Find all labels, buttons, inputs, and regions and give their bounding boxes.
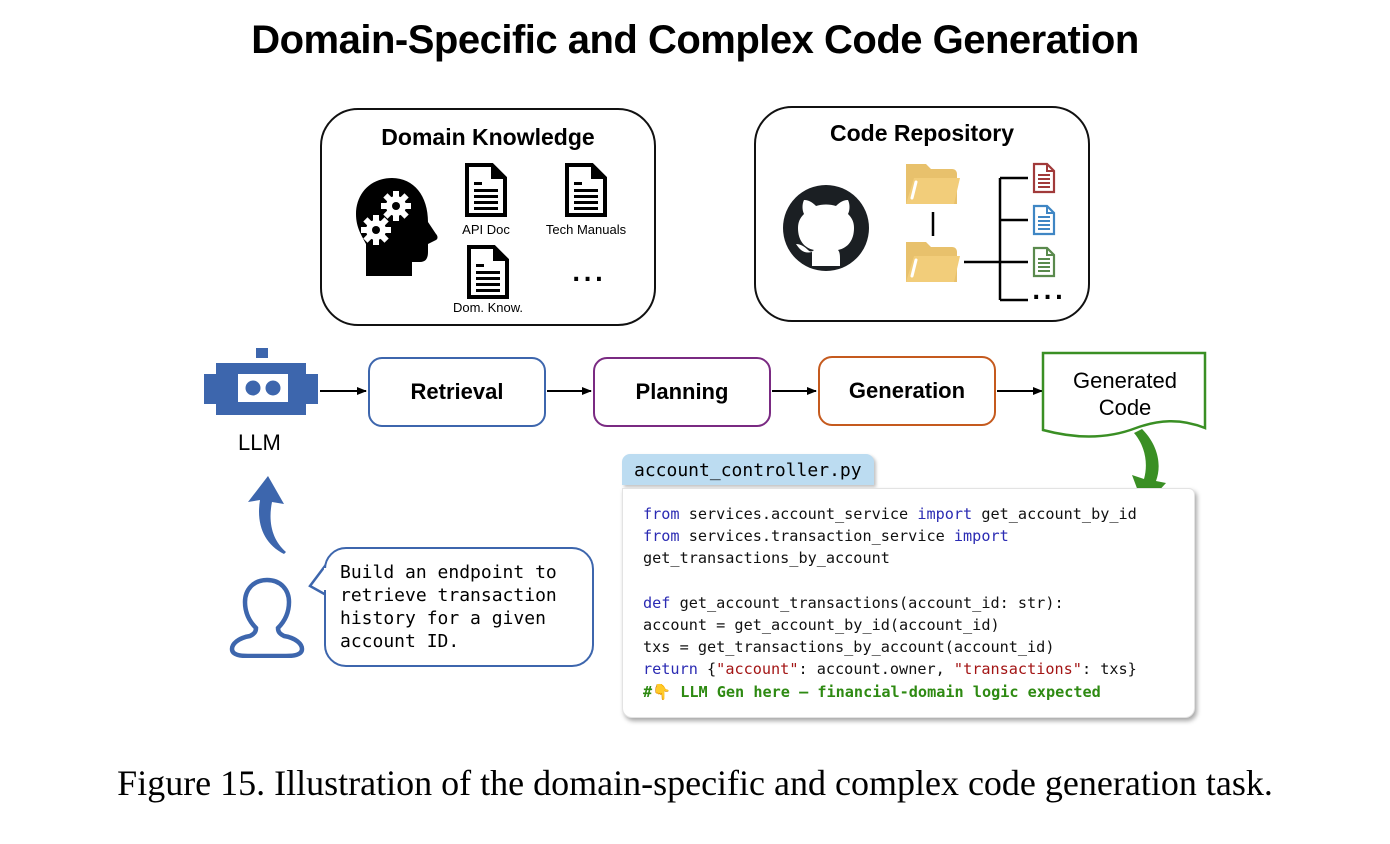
code-line: def get_account_transactions(account_id:… bbox=[643, 592, 1174, 614]
user-icon bbox=[229, 577, 305, 658]
code-line bbox=[643, 570, 1174, 592]
code-keyword: import bbox=[953, 527, 1009, 546]
file-icon-green bbox=[1032, 246, 1056, 278]
code-comment: #👇 LLM Gen here – financial-domain logic… bbox=[643, 682, 1101, 701]
code-line: from services.account_service import get… bbox=[643, 503, 1174, 525]
curved-arrow-up-icon bbox=[248, 476, 286, 554]
generated-code-line1: Generated bbox=[1073, 368, 1177, 393]
code-token: services.transaction_service bbox=[679, 527, 954, 546]
generated-code-line2: Code bbox=[1098, 395, 1152, 420]
code-token: : txs} bbox=[1081, 660, 1137, 679]
code-keyword: return bbox=[643, 660, 698, 679]
robot-icon bbox=[204, 348, 318, 415]
doc-label-dom-know: Dom. Know. bbox=[452, 300, 524, 315]
github-icon bbox=[783, 185, 869, 271]
code-token: get_account_by_id bbox=[972, 505, 1137, 523]
stage-planning: Planning bbox=[593, 357, 771, 427]
more-ellipsis: ... bbox=[572, 262, 607, 287]
code-file-tab[interactable]: account_controller.py bbox=[622, 454, 874, 485]
code-repository-title: Code Repository bbox=[829, 120, 1015, 146]
code-block: from services.account_service import get… bbox=[622, 488, 1195, 718]
more-files-ellipsis: ... bbox=[1032, 280, 1067, 305]
code-keyword: from bbox=[643, 527, 680, 546]
llm-label: LLM bbox=[238, 430, 281, 455]
code-token: account = get_account_by_id(account_id) bbox=[643, 616, 1000, 635]
figure-title: Domain-Specific and Complex Code Generat… bbox=[251, 18, 1139, 62]
code-string: "account" bbox=[716, 660, 799, 679]
document-icon bbox=[467, 245, 509, 299]
folder-icon bbox=[906, 242, 960, 282]
code-keyword: import bbox=[917, 505, 973, 523]
document-icon bbox=[565, 163, 607, 217]
code-token: : account.owner, bbox=[798, 660, 954, 679]
code-repository-panel: Code Repository ... bbox=[754, 106, 1090, 322]
domain-knowledge-title: Domain Knowledge bbox=[381, 124, 595, 150]
speech-bubble-tail-mask bbox=[324, 568, 330, 590]
code-token: services.account_service bbox=[679, 505, 918, 523]
code-keyword: def bbox=[643, 593, 671, 612]
figure-caption: Figure 15. Illustration of the domain-sp… bbox=[117, 763, 1273, 803]
file-icon-blue bbox=[1032, 204, 1056, 236]
user-request-bubble: Build an endpoint to retrieve transactio… bbox=[324, 547, 594, 667]
code-line: from services.transaction_service import bbox=[643, 525, 1174, 547]
code-string: "transactions" bbox=[953, 660, 1082, 679]
doc-label-tech-manuals: Tech Manuals bbox=[545, 222, 627, 237]
stage-generation: Generation bbox=[818, 356, 996, 426]
code-keyword: from bbox=[643, 505, 680, 523]
code-line: get_transactions_by_account bbox=[643, 547, 1174, 569]
head-with-gears-icon bbox=[356, 178, 438, 276]
generated-code-label: Generated Code bbox=[1044, 367, 1206, 421]
generated-code-shape bbox=[1041, 351, 1207, 438]
file-tree-lines bbox=[931, 176, 1028, 302]
code-token: get_transactions_by_account bbox=[643, 549, 890, 568]
curved-arrow-down-icon bbox=[1132, 429, 1166, 507]
code-line: account = get_account_by_id(account_id) bbox=[643, 614, 1174, 636]
code-token: txs = get_transactions_by_account(accoun… bbox=[643, 638, 1055, 657]
folder-icon bbox=[906, 164, 960, 204]
speech-bubble-tail bbox=[308, 561, 329, 598]
code-token: { bbox=[697, 660, 717, 679]
code-line: return {"account": account.owner, "trans… bbox=[643, 658, 1174, 680]
stage-retrieval: Retrieval bbox=[368, 357, 546, 427]
domain-knowledge-panel: Domain Knowledge API Doc bbox=[320, 108, 656, 326]
document-icon bbox=[465, 163, 507, 217]
doc-label-api-doc: API Doc bbox=[462, 222, 510, 237]
code-token: get_account_transactions(account_id: str… bbox=[670, 593, 1064, 612]
code-line: #👇 LLM Gen here – financial-domain logic… bbox=[643, 681, 1174, 703]
code-line: txs = get_transactions_by_account(accoun… bbox=[643, 636, 1174, 658]
file-icon-red bbox=[1032, 162, 1056, 194]
